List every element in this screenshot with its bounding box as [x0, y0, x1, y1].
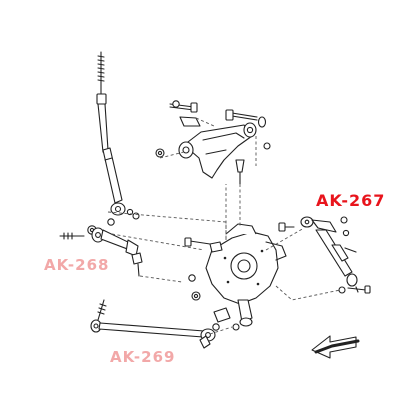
upper-arm-bolt-right — [225, 109, 267, 128]
shock-absorber — [96, 51, 140, 220]
ak-269-label: AK-269 — [110, 348, 175, 366]
assembly-leader-lines — [107, 117, 341, 335]
ak-268-control-arm — [59, 218, 143, 277]
upper-arm-bolt-left — [169, 100, 198, 113]
ak-269-lateral-link — [90, 299, 220, 349]
rear-knuckle — [184, 223, 287, 331]
ak-268-label: AK-268 — [44, 256, 109, 274]
ak-267-label: AK-267 — [316, 191, 385, 210]
ak-267-camber-arm — [278, 216, 371, 294]
upper-control-arm — [155, 100, 271, 185]
front-direction-arrow-icon — [311, 335, 360, 359]
